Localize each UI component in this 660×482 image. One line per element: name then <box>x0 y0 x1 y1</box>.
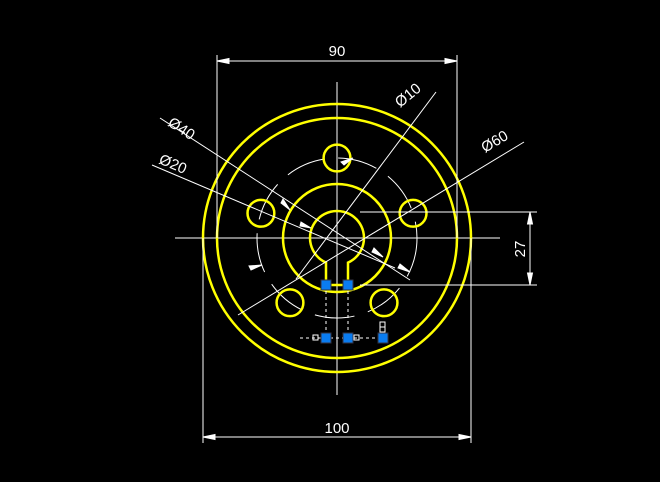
leader-d40[interactable] <box>159 117 411 281</box>
bolt-circle <box>256 157 418 319</box>
dim-text-d60[interactable]: Ø60 <box>478 127 511 156</box>
leader-d10[interactable] <box>295 91 437 280</box>
dimensions <box>151 55 537 443</box>
bolt-holes <box>246 143 428 318</box>
grips <box>320 279 389 344</box>
grip-handle[interactable] <box>377 332 389 344</box>
grip-handle[interactable] <box>320 332 332 344</box>
dim-text-100[interactable]: 100 <box>324 420 349 437</box>
dim-text-d10[interactable]: Ø10 <box>392 80 425 111</box>
bolt-hole[interactable] <box>275 288 305 318</box>
keyhole[interactable] <box>308 209 366 287</box>
dim-text-90[interactable]: 90 <box>329 43 346 60</box>
dim-text-27[interactable]: 27 <box>512 241 529 258</box>
bolt-hole[interactable] <box>398 198 428 228</box>
centerlines <box>175 82 500 395</box>
leader-d20[interactable] <box>151 164 396 269</box>
bolt-hole[interactable] <box>369 288 399 318</box>
inner-circle-d40[interactable] <box>281 182 393 294</box>
bolt-hole[interactable] <box>246 198 276 228</box>
grip-handle[interactable] <box>342 332 354 344</box>
constraint-markers <box>312 321 386 341</box>
leader-d60[interactable] <box>237 141 525 316</box>
grip-handle[interactable] <box>320 279 332 291</box>
bolt-hole[interactable] <box>322 143 352 173</box>
grip-handle[interactable] <box>342 279 354 291</box>
